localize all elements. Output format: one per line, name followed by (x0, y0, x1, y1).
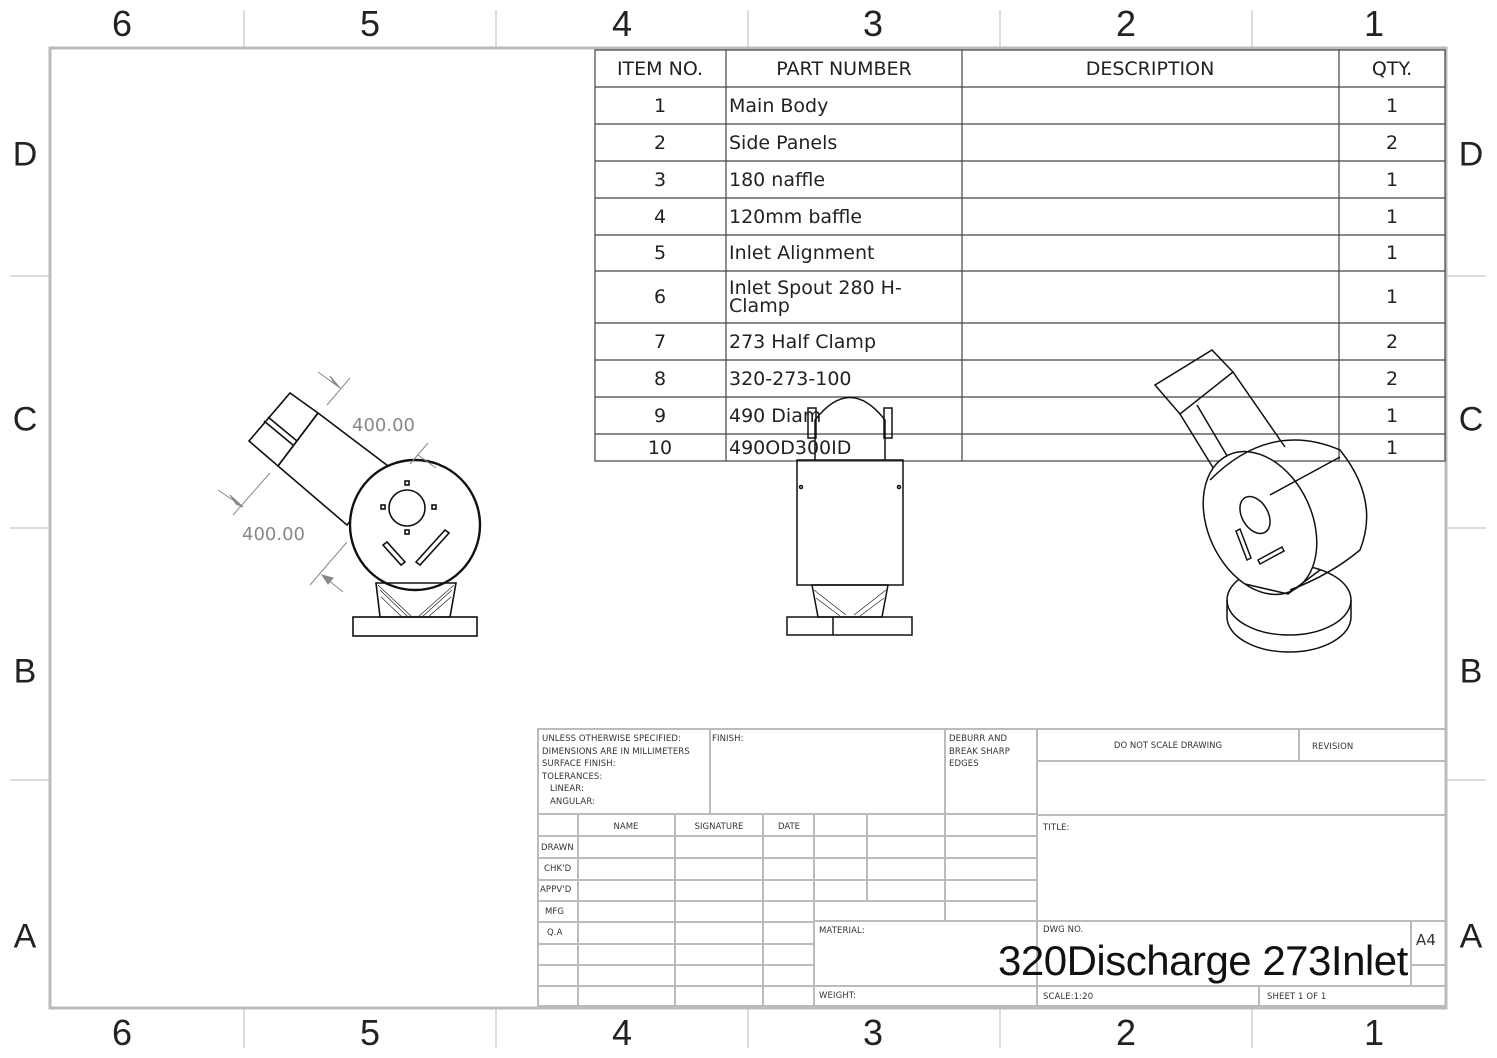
bom-qty: 1 (1385, 404, 1399, 427)
zone-col-2: 2 (1115, 3, 1137, 44)
bom-part-number: 320-273-100 (729, 367, 852, 390)
deburr-line: EDGES (949, 759, 979, 769)
zone-col-5: 5 (359, 3, 381, 44)
bom-part-number: 120mm baffle (729, 205, 863, 228)
note-line: TOLERANCES: (542, 771, 603, 782)
zone-col-1: 1 (1363, 3, 1385, 44)
bom-item-no: 9 (653, 404, 667, 427)
role-approved: APPV'D (540, 885, 572, 895)
isometric-view (1153, 349, 1368, 653)
zone-col-6: 6 (111, 3, 133, 44)
do-not-scale-note: DO NOT SCALE DRAWING (1113, 741, 1223, 751)
dimension-lower: 400.00 (242, 524, 305, 545)
weight-label: WEIGHT: (819, 991, 857, 1001)
zone-row-b: B (13, 652, 37, 691)
side-view (786, 396, 913, 636)
zone-row-b-right: B (1459, 652, 1483, 691)
col-header-signature: SIGNATURE (694, 822, 744, 832)
zone-col-4: 4 (611, 3, 633, 44)
scale-label: SCALE:1:20 (1043, 992, 1094, 1002)
bom-header-description: DESCRIPTION (1085, 58, 1215, 80)
dwg-no-label: DWG NO. (1043, 925, 1084, 935)
drawing-number: 320Discharge 273Inlet (998, 937, 1408, 984)
role-qa: Q.A (547, 928, 563, 938)
bom-part-number: 490 Diam (729, 404, 822, 427)
role-mfg: MFG (545, 907, 565, 917)
zone-col-6-bottom: 6 (111, 1012, 133, 1053)
bom-part-number: Main Body (729, 94, 829, 117)
zone-col-3: 3 (862, 3, 884, 44)
sheet-count: SHEET 1 OF 1 (1267, 992, 1327, 1002)
material-label: MATERIAL: (819, 926, 865, 936)
deburr-note: DEBURR AND BREAK SHARP EDGES (949, 733, 1010, 771)
zone-col-2-bottom: 2 (1115, 1012, 1137, 1053)
title-block-grid (537, 728, 1447, 1007)
deburr-line: DEBURR AND (949, 734, 1008, 744)
sheet-border (10, 10, 1486, 1048)
zone-row-d-right: D (1458, 135, 1484, 174)
front-view (247, 391, 482, 637)
bom-part-number: 180 naffle (729, 168, 826, 191)
bom-table-grid (594, 49, 1446, 462)
zone-col-4-bottom: 4 (611, 1012, 633, 1053)
bom-header-item: ITEM NO. (616, 58, 704, 80)
bom-item-no: 6 (653, 286, 667, 308)
note-line: DIMENSIONS ARE IN MILLIMETERS (542, 746, 690, 757)
bom-header-qty: QTY. (1371, 58, 1413, 80)
bom-part-number: Side Panels (729, 131, 838, 154)
bom-qty: 1 (1385, 286, 1399, 308)
zone-row-a-right: A (1459, 917, 1483, 956)
bom-qty: 1 (1385, 94, 1399, 117)
finish-label: FINISH: (712, 734, 744, 744)
note-line: SURFACE FINISH: (542, 759, 616, 769)
zone-col-3-bottom: 3 (862, 1012, 884, 1053)
bom-part-number: Inlet Spout 280 H- Clamp (729, 277, 902, 317)
bom-qty: 1 (1385, 168, 1399, 191)
unless-specified-notes: UNLESS OTHERWISE SPECIFIED: DIMENSIONS A… (542, 733, 690, 808)
bom-item-no: 10 (647, 436, 673, 459)
bom-part-number: 273 Half Clamp (729, 330, 876, 353)
zone-col-5-bottom: 5 (359, 1012, 381, 1053)
bom-qty: 1 (1385, 242, 1399, 264)
bom-qty: 1 (1385, 205, 1399, 228)
zone-col-1-bottom: 1 (1363, 1012, 1385, 1053)
role-drawn: DRAWN (541, 843, 574, 853)
note-line: ANGULAR: (550, 796, 596, 807)
dimension-lines (217, 371, 437, 593)
role-checked: CHK'D (544, 864, 572, 874)
title-label: TITLE: (1043, 823, 1070, 833)
bom-item-no: 1 (653, 94, 667, 117)
zone-row-d: D (12, 135, 38, 174)
revision-label: REVISION (1312, 742, 1354, 752)
note-line: LINEAR: (550, 784, 584, 794)
sheet-size: A4 (1416, 931, 1437, 949)
bom-item-no: 3 (653, 168, 667, 191)
bom-header-part: PART NUMBER (776, 58, 912, 80)
bom-part-number: 490OD300ID (729, 436, 852, 459)
bom-item-no: 5 (653, 242, 667, 264)
bom-qty: 2 (1385, 330, 1399, 353)
bom-item-no: 4 (653, 205, 667, 228)
col-header-date: DATE (777, 822, 801, 832)
bom-item-no: 7 (653, 330, 667, 353)
zone-row-c-right: C (1458, 400, 1484, 439)
deburr-line: BREAK SHARP (949, 746, 1010, 757)
bom-item-no: 2 (653, 131, 667, 154)
dimension-upper: 400.00 (352, 415, 415, 436)
zone-row-a: A (13, 917, 37, 956)
bom-item-no: 8 (653, 367, 667, 390)
note-line: UNLESS OTHERWISE SPECIFIED: (542, 734, 681, 744)
bom-qty: 2 (1385, 131, 1399, 154)
bom-qty: 2 (1385, 367, 1399, 390)
zone-row-c: C (12, 400, 38, 439)
bom-part-number: Inlet Alignment (729, 242, 875, 264)
bom-qty: 1 (1385, 436, 1399, 459)
col-header-name: NAME (613, 822, 639, 832)
